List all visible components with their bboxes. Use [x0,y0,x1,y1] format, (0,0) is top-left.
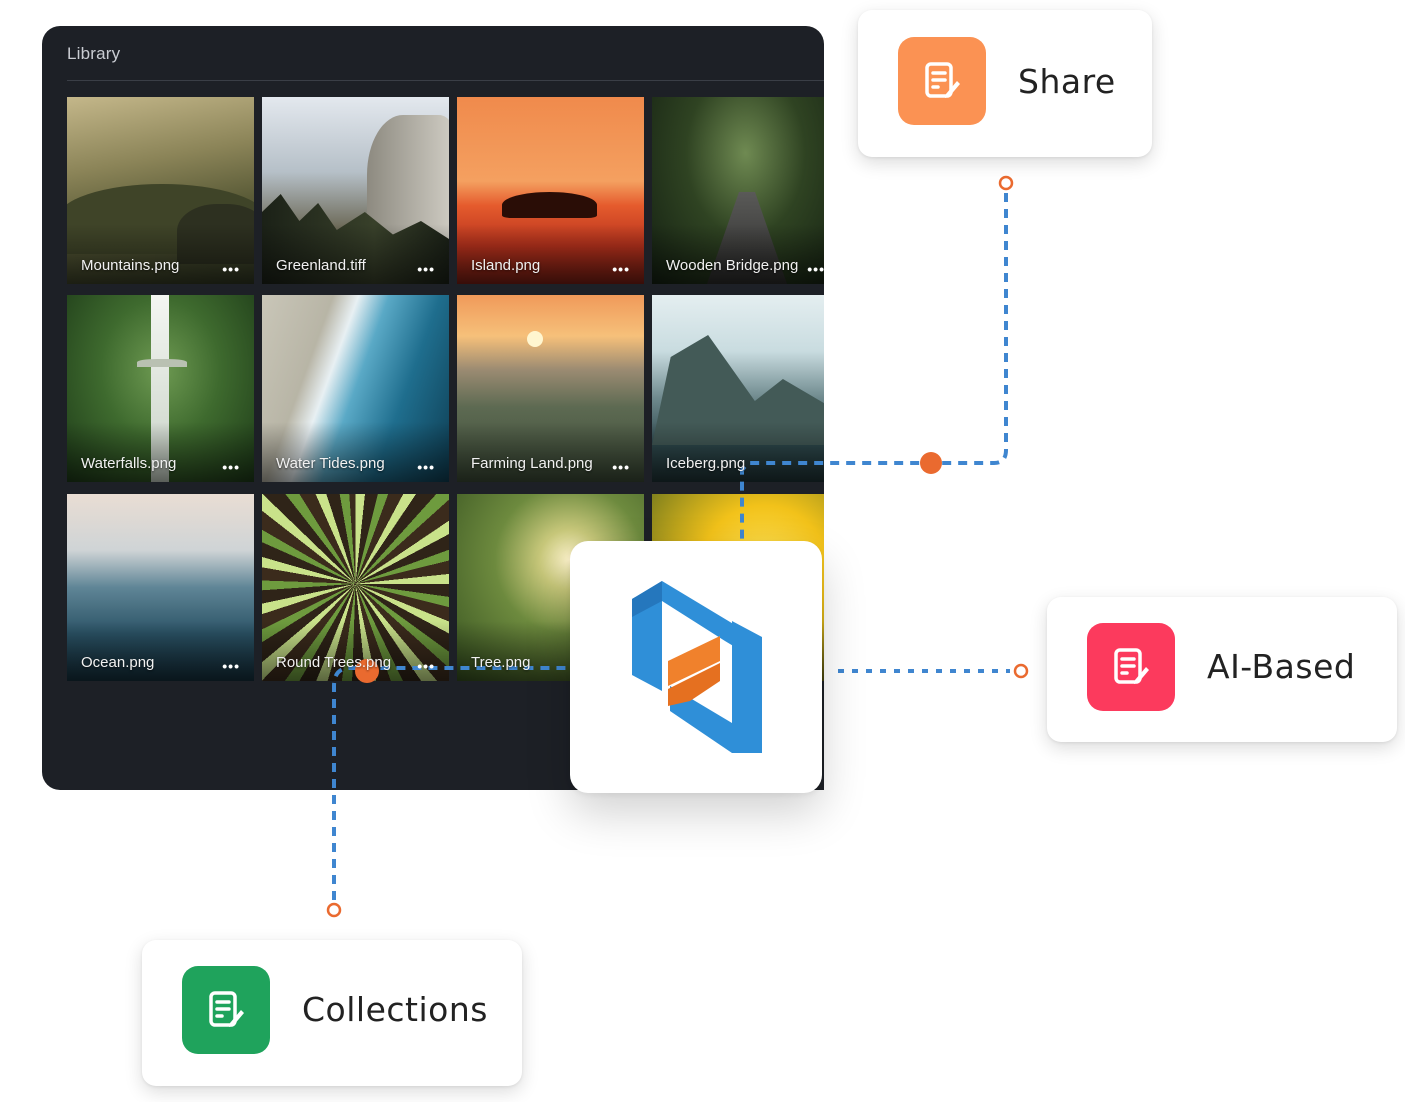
more-options-icon[interactable]: ••• [417,658,435,674]
document-edit-icon [209,991,244,1027]
share-icon-box [898,37,986,125]
thumbnail-water-tides[interactable]: Water Tides.png ••• [262,295,449,482]
collections-label: Collections [302,990,488,1029]
thumbnail-label: Mountains.png [81,257,180,274]
divider [67,80,824,81]
thumbnail-wooden-bridge[interactable]: Wooden Bridge.png ••• [652,97,824,284]
thumbnail-farming-land[interactable]: Farming Land.png ••• [457,295,644,482]
brand-logo-card [570,541,822,793]
thumbnail-label: Waterfalls.png [81,455,177,472]
collections-icon-box [182,966,270,1054]
collections-card[interactable]: Collections [142,940,522,1086]
more-options-icon[interactable]: ••• [222,261,240,277]
share-card[interactable]: Share [858,10,1152,157]
thumbnail-iceberg[interactable]: Iceberg.png [652,295,824,482]
document-edit-icon [1114,648,1149,684]
more-options-icon[interactable]: ••• [612,261,630,277]
thumbnail-label: Round Trees.png [276,654,392,671]
connector-endpoint [998,175,1014,191]
ai-based-card[interactable]: AI-Based [1047,597,1397,742]
thumbnail-label: Iceberg.png [666,455,746,472]
thumbnail-label: Greenland.tiff [276,257,366,274]
share-label: Share [1018,62,1116,101]
more-options-icon[interactable]: ••• [222,658,240,674]
connector-dot [355,659,379,683]
brand-logo-icon [632,581,762,753]
thumbnail-round-trees[interactable]: Round Trees.png ••• [262,494,449,681]
thumbnail-label: Water Tides.png [276,455,385,472]
more-options-icon[interactable]: ••• [807,261,824,277]
more-options-icon[interactable]: ••• [417,459,435,475]
thumbnail-greenland[interactable]: Greenland.tiff ••• [262,97,449,284]
connector-share [740,193,1008,541]
connector-endpoint [1013,663,1029,679]
thumbnail-waterfalls[interactable]: Waterfalls.png ••• [67,295,254,482]
more-options-icon[interactable]: ••• [612,459,630,475]
more-options-icon[interactable]: ••• [417,261,435,277]
connector-endpoint [326,902,342,918]
library-panel: Library Mountains.png ••• Greenland.tiff… [42,26,824,790]
more-options-icon[interactable]: ••• [222,459,240,475]
connector-dot [920,452,942,474]
thumbnail-label: Wooden Bridge.png [666,257,799,274]
thumbnail-island[interactable]: Island.png ••• [457,97,644,284]
library-title: Library [67,44,121,63]
connector-collections [332,666,570,900]
thumbnail-label: Tree.png [471,654,531,671]
thumbnail-label: Ocean.png [81,654,155,671]
thumbnail-ocean[interactable]: Ocean.png ••• [67,494,254,681]
ai-based-label: AI-Based [1207,647,1356,686]
thumbnail-label: Farming Land.png [471,455,593,472]
ai-based-icon-box [1087,623,1175,711]
thumbnail-mountains[interactable]: Mountains.png ••• [67,97,254,284]
thumbnail-label: Island.png [471,257,541,274]
document-edit-icon [925,62,960,98]
